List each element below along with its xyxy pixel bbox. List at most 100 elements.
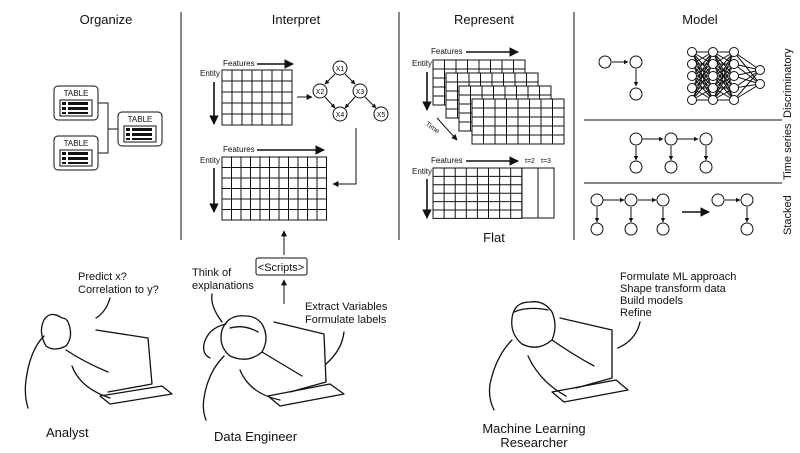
nn-neuron bbox=[708, 95, 718, 105]
researcher-name-2: Researcher bbox=[500, 435, 568, 450]
model-row-label: Stacked bbox=[782, 195, 794, 235]
engineer-thought-1: Think of bbox=[192, 267, 232, 279]
time-series-graph bbox=[629, 132, 713, 174]
features-label: Features bbox=[431, 47, 463, 56]
scripts-box bbox=[255, 257, 308, 276]
nn-neuron bbox=[687, 47, 697, 57]
laptop-keyboard bbox=[99, 385, 173, 405]
dag-node bbox=[332, 106, 348, 122]
model-row-label: Discriminatory bbox=[782, 48, 794, 118]
model-node bbox=[629, 132, 643, 146]
engineer-hair-detail bbox=[229, 326, 259, 333]
model-node bbox=[664, 132, 678, 146]
nn-neuron bbox=[687, 59, 697, 69]
nn-neuron bbox=[708, 71, 718, 81]
engineer-name: Data Engineer bbox=[214, 429, 298, 444]
dag-node bbox=[332, 60, 348, 76]
laptop-screen bbox=[273, 321, 327, 393]
neural-network bbox=[687, 47, 765, 105]
dag-node-label: X3 bbox=[356, 89, 365, 96]
dag-node-label: X4 bbox=[336, 112, 345, 119]
model-node bbox=[624, 222, 638, 236]
model-node bbox=[629, 87, 643, 101]
nn-neuron bbox=[729, 71, 739, 81]
model-panel: Discriminatory Time series Stacked bbox=[584, 47, 794, 236]
entity-label: Entity bbox=[412, 167, 432, 176]
engineer-thought-2: explanations bbox=[192, 280, 254, 292]
nn-neuron bbox=[687, 83, 697, 93]
dag-to-matrix-arrow bbox=[332, 128, 357, 187]
researcher-arm bbox=[527, 355, 567, 397]
analyst-thought-2: Correlation to y? bbox=[78, 284, 159, 296]
researcher-task-3: Build models bbox=[620, 295, 683, 307]
nn-neuron bbox=[729, 47, 739, 57]
features-label: Features bbox=[223, 59, 255, 68]
entity-label: Entity bbox=[200, 69, 220, 78]
data-matrix bbox=[221, 156, 327, 221]
nn-neuron bbox=[729, 95, 739, 105]
engineer-back bbox=[202, 355, 225, 421]
stacked-graph bbox=[590, 193, 754, 236]
model-node bbox=[664, 160, 678, 174]
data-matrix bbox=[221, 69, 293, 126]
researcher-shoulder bbox=[551, 339, 595, 367]
heading-represent: Represent bbox=[454, 12, 514, 27]
causal-graph: X1 X2 X3 X4 X5 bbox=[312, 60, 389, 122]
laptop-screen bbox=[95, 329, 153, 393]
nn-neuron bbox=[708, 47, 718, 57]
heading-model: Model bbox=[682, 12, 718, 27]
model-node bbox=[598, 55, 612, 69]
tensor-stack bbox=[432, 59, 565, 145]
analyst-shoulder bbox=[65, 349, 109, 373]
time-label: Time bbox=[424, 121, 441, 136]
engineer-illustration: Think of explanations Extract Variables … bbox=[192, 267, 388, 444]
t2-label: t=2 bbox=[525, 158, 535, 165]
discriminatory-graph bbox=[598, 55, 643, 101]
analyst-illustration: Predict x? Correlation to y? Analyst bbox=[24, 271, 173, 440]
researcher-name-1: Machine Learning bbox=[482, 421, 585, 436]
dag-node bbox=[352, 83, 368, 99]
engineer-head bbox=[220, 315, 267, 360]
engineer-shoulder bbox=[261, 351, 303, 377]
grid-cells bbox=[432, 167, 523, 219]
flat-extension-t2 bbox=[521, 167, 539, 219]
nn-neuron bbox=[729, 83, 739, 93]
flat-matrix bbox=[432, 167, 523, 219]
grid-cells bbox=[221, 69, 293, 126]
model-node bbox=[590, 222, 604, 236]
table-label: TABLE bbox=[64, 139, 89, 148]
interpret-panel: Features Entity X1 X2 X3 X4 X5 Features bbox=[200, 59, 389, 304]
table-icon: TABLE bbox=[53, 135, 99, 171]
researcher-task-4: Refine bbox=[620, 307, 652, 319]
features-label: Features bbox=[431, 156, 463, 165]
laptop-keyboard bbox=[267, 383, 345, 407]
nn-neuron bbox=[708, 59, 718, 69]
dag-node-label: X5 bbox=[377, 112, 386, 119]
grid-cells bbox=[471, 98, 565, 145]
model-node bbox=[629, 55, 643, 69]
dag-node-label: X2 bbox=[316, 89, 325, 96]
model-node bbox=[629, 160, 643, 174]
analyst-head bbox=[40, 313, 72, 350]
model-row-label: Time series bbox=[782, 123, 794, 180]
dag-node-label: X1 bbox=[336, 66, 345, 73]
researcher-head bbox=[511, 301, 556, 348]
laptop-keyboard bbox=[551, 379, 629, 403]
model-node bbox=[699, 160, 713, 174]
model-node bbox=[699, 132, 713, 146]
analyst-back bbox=[24, 335, 45, 409]
engineer-task-2: Formulate labels bbox=[305, 314, 387, 326]
t3-label: t=3 bbox=[541, 158, 551, 165]
nn-neuron bbox=[687, 71, 697, 81]
table-label: TABLE bbox=[64, 89, 89, 98]
represent-panel: Features Entity Time Features t=2 t=3 En… bbox=[412, 47, 565, 245]
dag-node bbox=[373, 106, 389, 122]
researcher-task-1: Formulate ML approach bbox=[620, 271, 736, 283]
heading-interpret: Interpret bbox=[272, 12, 321, 27]
table-icon: TABLE bbox=[117, 111, 163, 147]
nn-neuron bbox=[729, 59, 739, 69]
entity-label: Entity bbox=[200, 156, 220, 165]
scripts-label: <Scripts> bbox=[258, 262, 304, 274]
table-icon: TABLE bbox=[53, 85, 99, 121]
flat-extension-t3 bbox=[537, 167, 555, 219]
